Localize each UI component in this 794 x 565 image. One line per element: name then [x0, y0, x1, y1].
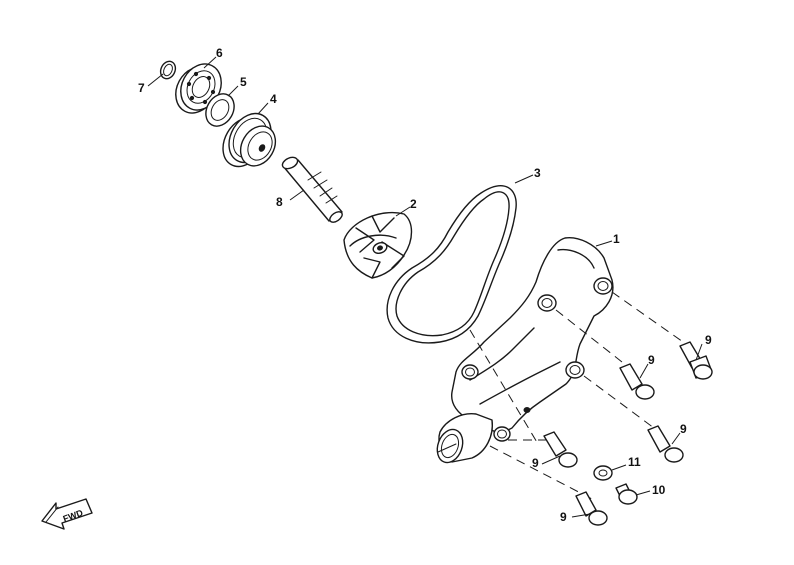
part-6-bearing	[175, 63, 222, 114]
part-9-bolt-d	[543, 431, 578, 468]
callout-5: 5	[240, 75, 247, 89]
part-2-impeller	[343, 212, 413, 279]
leader-lines	[147, 56, 703, 518]
fwd-arrow-icon: FWD	[41, 498, 93, 530]
part-4-mechanical-seal	[222, 112, 277, 168]
part-11-washer	[593, 465, 613, 481]
callout-3: 3	[534, 166, 541, 180]
part-10-drain-bolt	[615, 483, 638, 505]
part-7-snap-ring	[159, 60, 177, 80]
callout-7: 7	[138, 81, 145, 95]
callout-9-c: 9	[680, 422, 687, 436]
callout-8: 8	[276, 195, 283, 209]
part-3-gasket	[386, 185, 517, 344]
part-9-bolt-a	[679, 341, 713, 380]
callout-2: 2	[410, 197, 417, 211]
callout-10: 10	[652, 483, 666, 497]
part-9-bolt-e	[575, 491, 608, 526]
callout-6: 6	[216, 46, 223, 60]
callout-9-e: 9	[560, 510, 567, 524]
callout-labels: 7 6 5 4 8 2 3 1 9 9 9 9 11 10 9	[138, 46, 712, 524]
part-9-bolt-b	[619, 363, 655, 400]
callout-9-a: 9	[705, 333, 712, 347]
callout-9-d: 9	[532, 456, 539, 470]
part-9-bolt-c	[647, 425, 684, 463]
callout-1: 1	[613, 232, 620, 246]
callout-11: 11	[628, 455, 641, 469]
part-8-pump-shaft	[281, 156, 343, 223]
part-1-pump-cover	[436, 237, 614, 464]
callout-9-b: 9	[648, 353, 655, 367]
alignment-lines	[437, 291, 687, 501]
callout-4: 4	[270, 92, 277, 106]
